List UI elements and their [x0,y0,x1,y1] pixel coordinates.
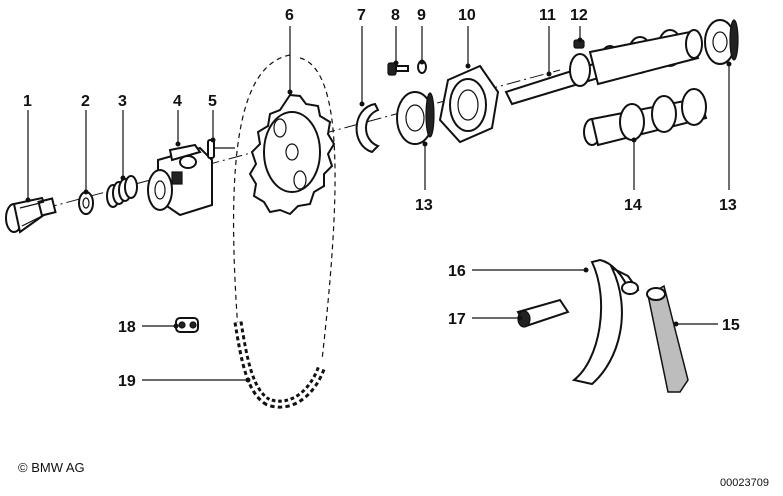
copyright-notice: © BMW AG [18,460,85,475]
svg-text:7: 7 [357,7,366,24]
part-camshaft[interactable] [504,29,703,106]
part-ball-bearing-left[interactable] [396,91,435,145]
svg-text:12: 12 [570,7,588,24]
callout-13-left: 13 [415,141,433,214]
callout-8: 8 [391,7,400,66]
callout-6: 6 [285,7,294,95]
part-screw[interactable] [387,62,409,76]
svg-text:16: 16 [448,263,466,280]
callout-17: 17 [448,311,523,328]
callout-1: 1 [23,93,32,203]
part-camshaft-alt[interactable] [583,88,708,147]
svg-text:8: 8 [391,7,400,24]
callout-14: 14 [624,137,642,214]
svg-text:13: 13 [415,197,433,214]
callout-16: 16 [448,263,589,280]
callout-18: 18 [118,319,179,336]
part-bolt[interactable] [5,196,57,234]
svg-text:18: 18 [118,319,136,336]
callout-11: 11 [539,7,556,77]
callout-10: 10 [458,7,476,69]
callout-3: 3 [118,93,127,181]
svg-text:3: 3 [118,93,127,110]
callout-4: 4 [173,93,182,147]
part-chain-link[interactable] [175,317,199,333]
callout-13-right: 13 [719,61,737,214]
part-bearing-flange[interactable] [438,64,500,144]
part-chain-guide-rail[interactable] [646,284,689,393]
svg-text:4: 4 [173,93,182,110]
part-timing-chain[interactable] [233,321,327,409]
svg-text:14: 14 [624,197,642,214]
svg-text:13: 13 [719,197,737,214]
svg-text:15: 15 [722,317,740,334]
part-sprocket[interactable] [248,93,336,216]
callout-2: 2 [81,93,90,195]
part-adjuster-hub[interactable] [147,143,213,217]
part-spring[interactable] [106,175,138,208]
svg-text:19: 19 [118,373,136,390]
svg-text:10: 10 [458,7,476,24]
chain-path-outline [232,54,336,361]
callout-12: 12 [570,7,588,43]
svg-text:6: 6 [285,7,294,24]
diagram-reference-number: 00023709 [720,477,769,489]
svg-text:1: 1 [23,93,32,110]
part-circlip[interactable] [355,102,380,154]
svg-text:11: 11 [539,7,556,24]
svg-text:9: 9 [417,7,426,24]
callout-19: 19 [118,373,251,390]
part-washer[interactable] [78,191,94,215]
svg-text:2: 2 [81,93,90,110]
part-pin[interactable] [207,139,235,159]
part-tensioner-rail[interactable] [571,258,640,386]
callout-15: 15 [673,317,740,334]
part-tensioner-plunger[interactable] [516,298,570,328]
callout-9: 9 [417,7,426,65]
callout-5: 5 [208,93,217,143]
callout-7: 7 [357,7,366,107]
svg-text:17: 17 [448,311,466,328]
part-ball-bearing-right[interactable] [704,19,739,65]
svg-text:5: 5 [208,93,217,110]
